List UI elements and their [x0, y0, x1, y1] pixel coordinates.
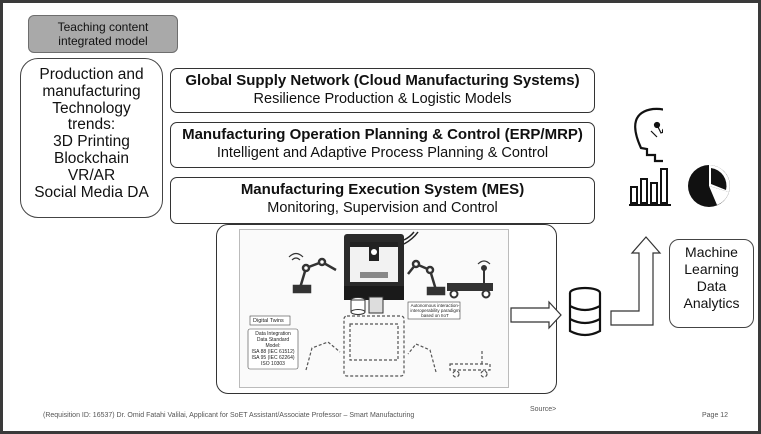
integration-line: Data Standard Model:: [256, 337, 290, 349]
arrow-right-icon: [510, 300, 562, 330]
ml-line: Machine: [685, 244, 738, 260]
trends-line: 3D Printing: [53, 133, 130, 151]
layer-title: Manufacturing Operation Planning & Contr…: [182, 126, 583, 143]
trends-line: Blockchain: [54, 149, 129, 167]
layer-mes: Manufacturing Execution System (MES) Mon…: [170, 177, 595, 224]
bar-chart-icon: [629, 168, 671, 206]
ml-line: Learning: [684, 261, 739, 277]
trends-line: manufacturing: [42, 82, 141, 100]
model-tag-line-1: Teaching content: [57, 20, 149, 34]
digital-twin-illustration: Digital Twins Autonomous interaction-int…: [239, 229, 509, 388]
machine-learning-box: Machine Learning Data Analytics: [669, 239, 754, 328]
trends-line: trends:: [67, 116, 116, 134]
agv-cart-icon: [447, 260, 493, 299]
database-icon: [350, 296, 384, 315]
layer-subtitle: Intelligent and Adaptive Process Plannin…: [216, 145, 549, 161]
digital-twins-label: Digital Twins: [253, 318, 284, 324]
layer-title: Global Supply Network (Cloud Manufacturi…: [185, 72, 580, 89]
model-tag: Teaching content integrated model: [28, 15, 178, 53]
brain-circuit-icon: [634, 107, 663, 163]
autonomous-label: Autonomous interaction-interoperability …: [410, 303, 460, 318]
robot-arm-icon: [407, 259, 446, 296]
trends-line: VR/AR: [67, 166, 116, 184]
layer-supply-network: Global Supply Network (Cloud Manufacturi…: [170, 68, 595, 113]
layer-erp-mrp: Manufacturing Operation Planning & Contr…: [170, 122, 595, 168]
integration-line: Data Integration: [255, 331, 291, 337]
integration-line: ISA 95 (IEC 62264): [251, 355, 295, 361]
layer-title: Manufacturing Execution System (MES): [240, 181, 525, 198]
footer-text: (Requisition ID: 16537) Dr. Omid Fatahi …: [43, 412, 415, 419]
printer-icon: [344, 231, 419, 300]
page-number: Page 12: [702, 412, 729, 419]
digital-twin-ghost: [305, 315, 491, 378]
source-link[interactable]: Source>: [530, 406, 557, 413]
technology-trends-box: Production and manufacturing Technology …: [20, 58, 163, 218]
database-icon: [568, 286, 602, 337]
ml-line: Data: [696, 278, 727, 294]
factory-illustration: [247, 231, 493, 378]
trends-line: Technology: [52, 99, 131, 117]
analytics-flow: [510, 107, 663, 337]
arrow-up-icon: [610, 236, 662, 326]
integration-line: ISA 88 (IEC 61512): [251, 349, 295, 355]
layer-subtitle: Resilience Production & Logistic Models: [253, 91, 512, 107]
trends-line: Social Media DA: [34, 183, 149, 201]
robot-arm-icon: [288, 252, 337, 294]
trends-line: Production and: [39, 66, 144, 83]
data-integration-box: Data Integration Data Standard Model: IS…: [250, 331, 296, 367]
pie-chart-icon: [688, 165, 730, 207]
layer-subtitle: Monitoring, Supervision and Control: [267, 200, 498, 216]
ml-line: Analytics: [683, 295, 740, 311]
integration-line: ISO 10303: [261, 361, 285, 367]
model-tag-line-2: integrated model: [58, 34, 148, 48]
